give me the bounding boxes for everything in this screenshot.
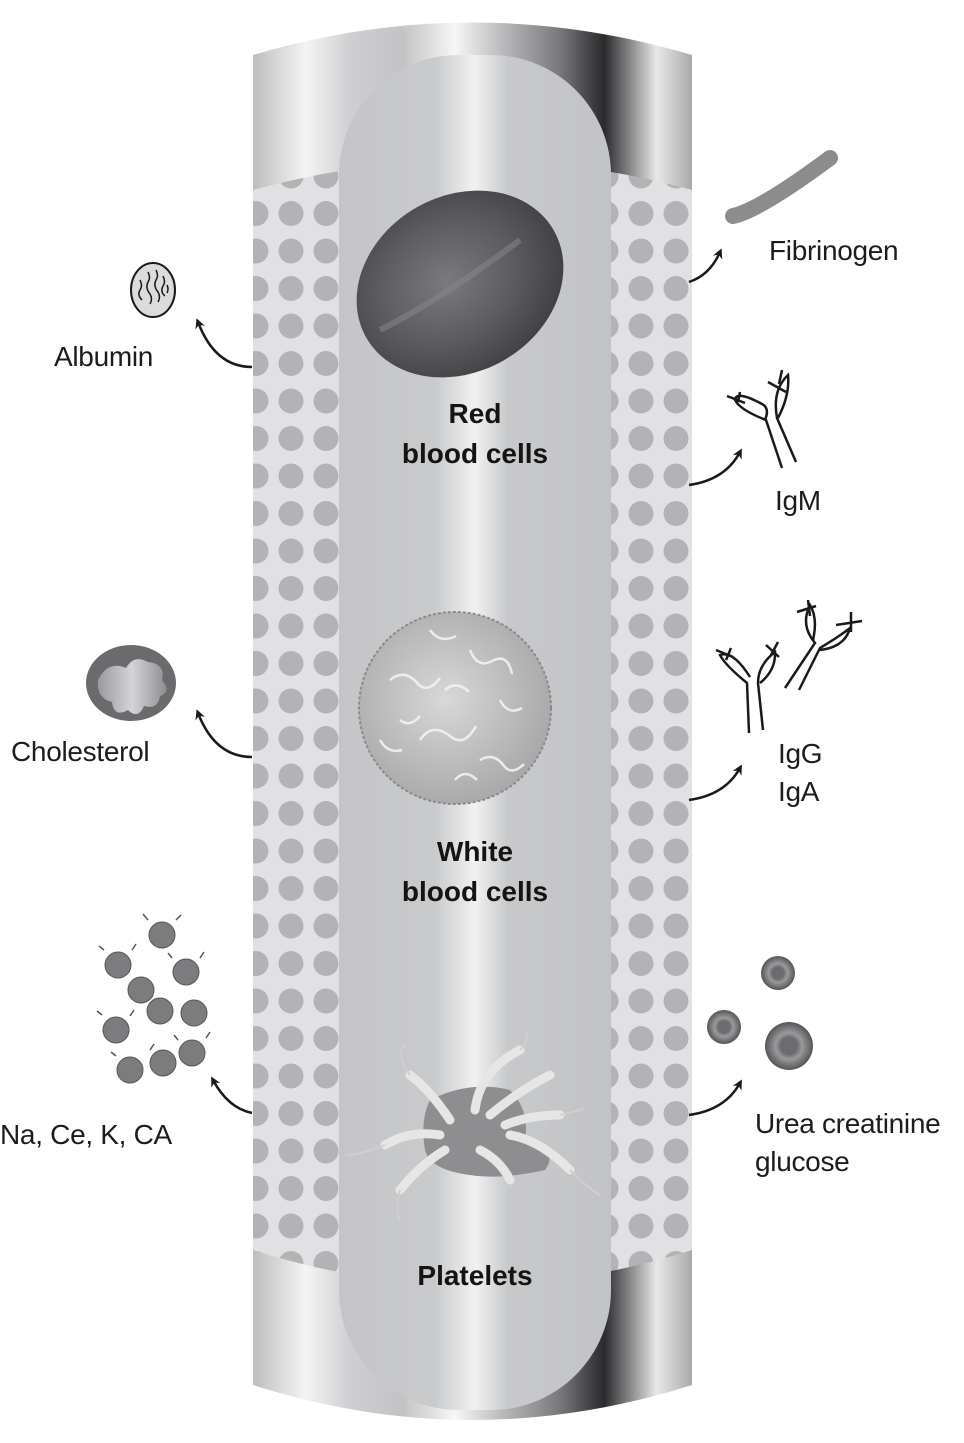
waste-arrow: [688, 1079, 742, 1117]
albumin-label: Albumin: [54, 341, 154, 372]
platelets-label: Platelets: [339, 1256, 611, 1296]
cholesterol-icon: [86, 645, 176, 721]
urea-creatinine-glucose-icon: [707, 956, 813, 1070]
wbc-label-line-1: White: [436, 836, 514, 867]
wbc-label-line-2: blood cells: [401, 876, 549, 907]
fibrinogen-arrow: [688, 248, 723, 284]
red-blood-cell-icon: [356, 190, 564, 378]
igm-antibody-icon: [726, 369, 798, 469]
fibrinogen-label: Fibrinogen: [769, 235, 899, 266]
albumin-arrow: [195, 318, 253, 369]
igg-iga-label: IgG IgA: [778, 737, 823, 808]
rbc-label-line-2: blood cells: [401, 438, 549, 469]
glucose-label: glucose: [755, 1145, 850, 1177]
igm-label: IgM: [775, 485, 821, 516]
albumin-icon: [130, 262, 176, 318]
waste-label: Urea creatinine glucose: [755, 1107, 941, 1178]
rbc-label-line-1: Red: [448, 398, 502, 429]
igg-label: IgG: [778, 738, 823, 769]
igg-iga-antibody-icon: [715, 599, 863, 734]
platelets-label-line: Platelets: [417, 1260, 533, 1291]
iga-label: IgA: [778, 775, 820, 807]
white-blood-cell-icon: [358, 611, 552, 805]
red-blood-cells-label: Red blood cells: [339, 394, 611, 474]
cholesterol-label: Cholesterol: [11, 736, 150, 767]
electrolytes-label: Na, Ce, K, CA: [0, 1119, 172, 1150]
platelet-icon: [344, 1029, 601, 1221]
electrolytes-icon: [96, 913, 211, 1084]
electrolytes-arrow: [211, 1076, 253, 1115]
igg-iga-arrow: [688, 764, 742, 802]
cholesterol-arrow: [195, 709, 253, 759]
fibrinogen-icon: [725, 150, 838, 224]
urea-creatinine-label: Urea creatinine: [755, 1108, 941, 1139]
white-blood-cells-label: White blood cells: [339, 832, 611, 912]
igm-arrow: [688, 448, 742, 487]
